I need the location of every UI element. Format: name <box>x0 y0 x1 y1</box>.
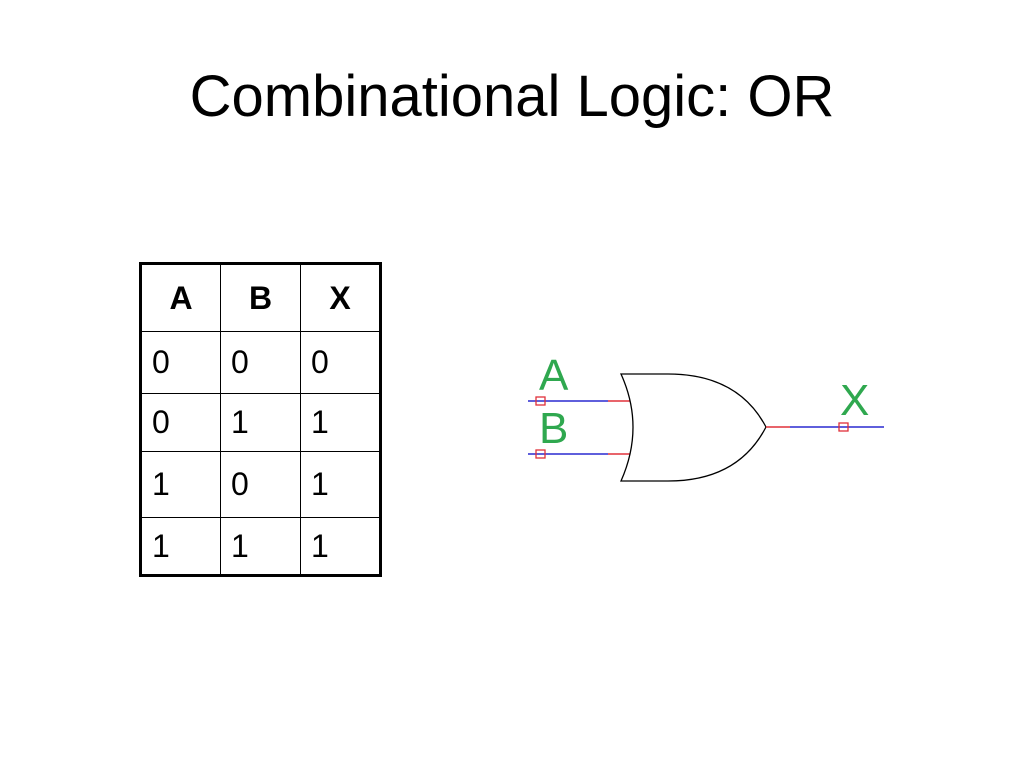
input-a-label: A <box>539 351 569 400</box>
cell-a: 0 <box>140 393 221 452</box>
cell-b: 1 <box>220 517 301 576</box>
input-b-pin[interactable] <box>535 449 546 459</box>
table-row: 0 1 1 <box>140 393 381 452</box>
input-b-label: B <box>539 404 568 453</box>
cell-b: 0 <box>220 451 301 518</box>
table-row: 1 0 1 <box>140 451 381 518</box>
cell-x: 0 <box>300 331 381 394</box>
header-b: B <box>220 263 301 332</box>
cell-x: 1 <box>300 517 381 576</box>
output-x-pin[interactable] <box>838 422 849 432</box>
header-x: X <box>300 263 381 332</box>
truth-table: A B X 0 0 0 0 1 1 1 0 1 1 1 <box>139 262 382 577</box>
table-row: 1 1 1 <box>140 517 381 576</box>
cell-b: 1 <box>220 393 301 452</box>
input-a-pin[interactable] <box>535 396 546 406</box>
cell-a: 0 <box>140 331 221 394</box>
truth-table-header-row: A B X <box>140 263 381 332</box>
table-row: 0 0 0 <box>140 331 381 394</box>
output-x-label: X <box>840 376 869 425</box>
cell-b: 0 <box>220 331 301 394</box>
slide-title: Combinational Logic: OR <box>189 64 835 129</box>
header-a: A <box>140 263 221 332</box>
cell-a: 1 <box>140 451 221 518</box>
cell-x: 1 <box>300 451 381 518</box>
cell-x: 1 <box>300 393 381 452</box>
or-gate-body <box>619 373 767 482</box>
cell-a: 1 <box>140 517 221 576</box>
or-gate-diagram: A B X <box>528 351 884 482</box>
